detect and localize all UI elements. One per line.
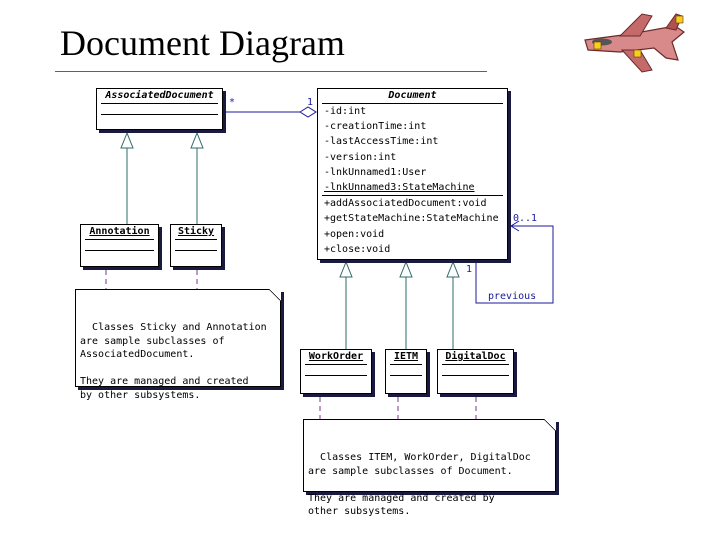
- operations-compartment: [101, 115, 218, 125]
- class-name: Document: [322, 89, 503, 104]
- class-name: IETM: [390, 350, 422, 365]
- class-work-order[interactable]: WorkOrder: [300, 349, 372, 394]
- class-annotation[interactable]: Annotation: [80, 224, 159, 267]
- generalization-arrow-annotation: [120, 131, 134, 149]
- attribute-row: -creationTime:int: [324, 121, 427, 133]
- generalization-arrow-digitaldoc: [446, 260, 460, 278]
- class-name: DigitalDoc: [442, 350, 509, 365]
- operation-row: +open:void: [324, 228, 385, 240]
- note-text: Classes Sticky and Annotation are sample…: [80, 322, 267, 401]
- note-associated-subclasses: Classes Sticky and Annotation are sample…: [75, 289, 281, 401]
- note-text: Classes ITEM, WorkOrder, DigitalDoc are …: [308, 452, 531, 517]
- attributes-compartment: [85, 240, 154, 251]
- class-associated-document[interactable]: AssociatedDocument: [96, 88, 223, 130]
- operations-compartment: [175, 251, 217, 261]
- note-fold-corner: [544, 419, 556, 431]
- operations-compartment: [305, 376, 367, 386]
- attribute-row: -id:int: [324, 106, 367, 117]
- attribute-row: -lastAccessTime:int: [324, 136, 439, 148]
- aggregation-diamond: [299, 106, 317, 118]
- attributes-compartment: [390, 365, 422, 376]
- note-document-subclasses: Classes ITEM, WorkOrder, DigitalDoc are …: [303, 419, 556, 517]
- page-title: Document Diagram: [60, 23, 345, 63]
- class-sticky[interactable]: Sticky: [170, 224, 222, 267]
- title-divider: [55, 71, 487, 72]
- attribute-row: -lnkUnnamed3:StateMachine: [324, 182, 475, 194]
- class-name: AssociatedDocument: [101, 89, 218, 104]
- class-name: WorkOrder: [305, 350, 367, 365]
- attributes-compartment: [175, 240, 217, 251]
- note-fold-corner: [269, 289, 281, 301]
- generalization-arrow-workorder: [339, 260, 353, 278]
- attributes-compartment: [305, 365, 367, 376]
- operation-row: +close:void: [324, 243, 391, 255]
- self-association-line: [475, 225, 554, 304]
- class-document[interactable]: Document -id:int -creationTime:int -last…: [317, 88, 508, 260]
- operations-compartment: [85, 251, 154, 261]
- operation-row: +getStateMachine:StateMachine: [324, 213, 499, 225]
- self-association-arrowhead: [510, 220, 520, 232]
- multiplicity-many: *: [229, 97, 236, 108]
- operations-compartment: +addAssociatedDocument:void +getStateMac…: [322, 196, 503, 257]
- generalization-arrow-ietm: [399, 260, 413, 278]
- operations-compartment: [390, 376, 422, 386]
- class-name: Sticky: [175, 225, 217, 240]
- class-ietm[interactable]: IETM: [385, 349, 427, 394]
- attributes-compartment: [101, 104, 218, 115]
- attribute-row: -version:int: [324, 151, 397, 163]
- attributes-compartment: -id:int -creationTime:int -lastAccessTim…: [322, 104, 503, 197]
- fighter-jet-logo: [584, 13, 686, 73]
- generalization-arrow-sticky: [190, 131, 204, 149]
- class-name: Annotation: [85, 225, 154, 240]
- role-previous: previous: [488, 291, 537, 302]
- class-digital-doc[interactable]: DigitalDoc: [437, 349, 514, 394]
- operation-row: +addAssociatedDocument:void: [324, 198, 487, 210]
- attribute-row: -lnkUnnamed1:User: [324, 166, 427, 178]
- multiplicity-self-upper: 0..1: [513, 213, 538, 224]
- operations-compartment: [442, 376, 509, 386]
- attributes-compartment: [442, 365, 509, 376]
- multiplicity-one: 1: [307, 97, 314, 108]
- multiplicity-self-lower: 1: [466, 264, 473, 275]
